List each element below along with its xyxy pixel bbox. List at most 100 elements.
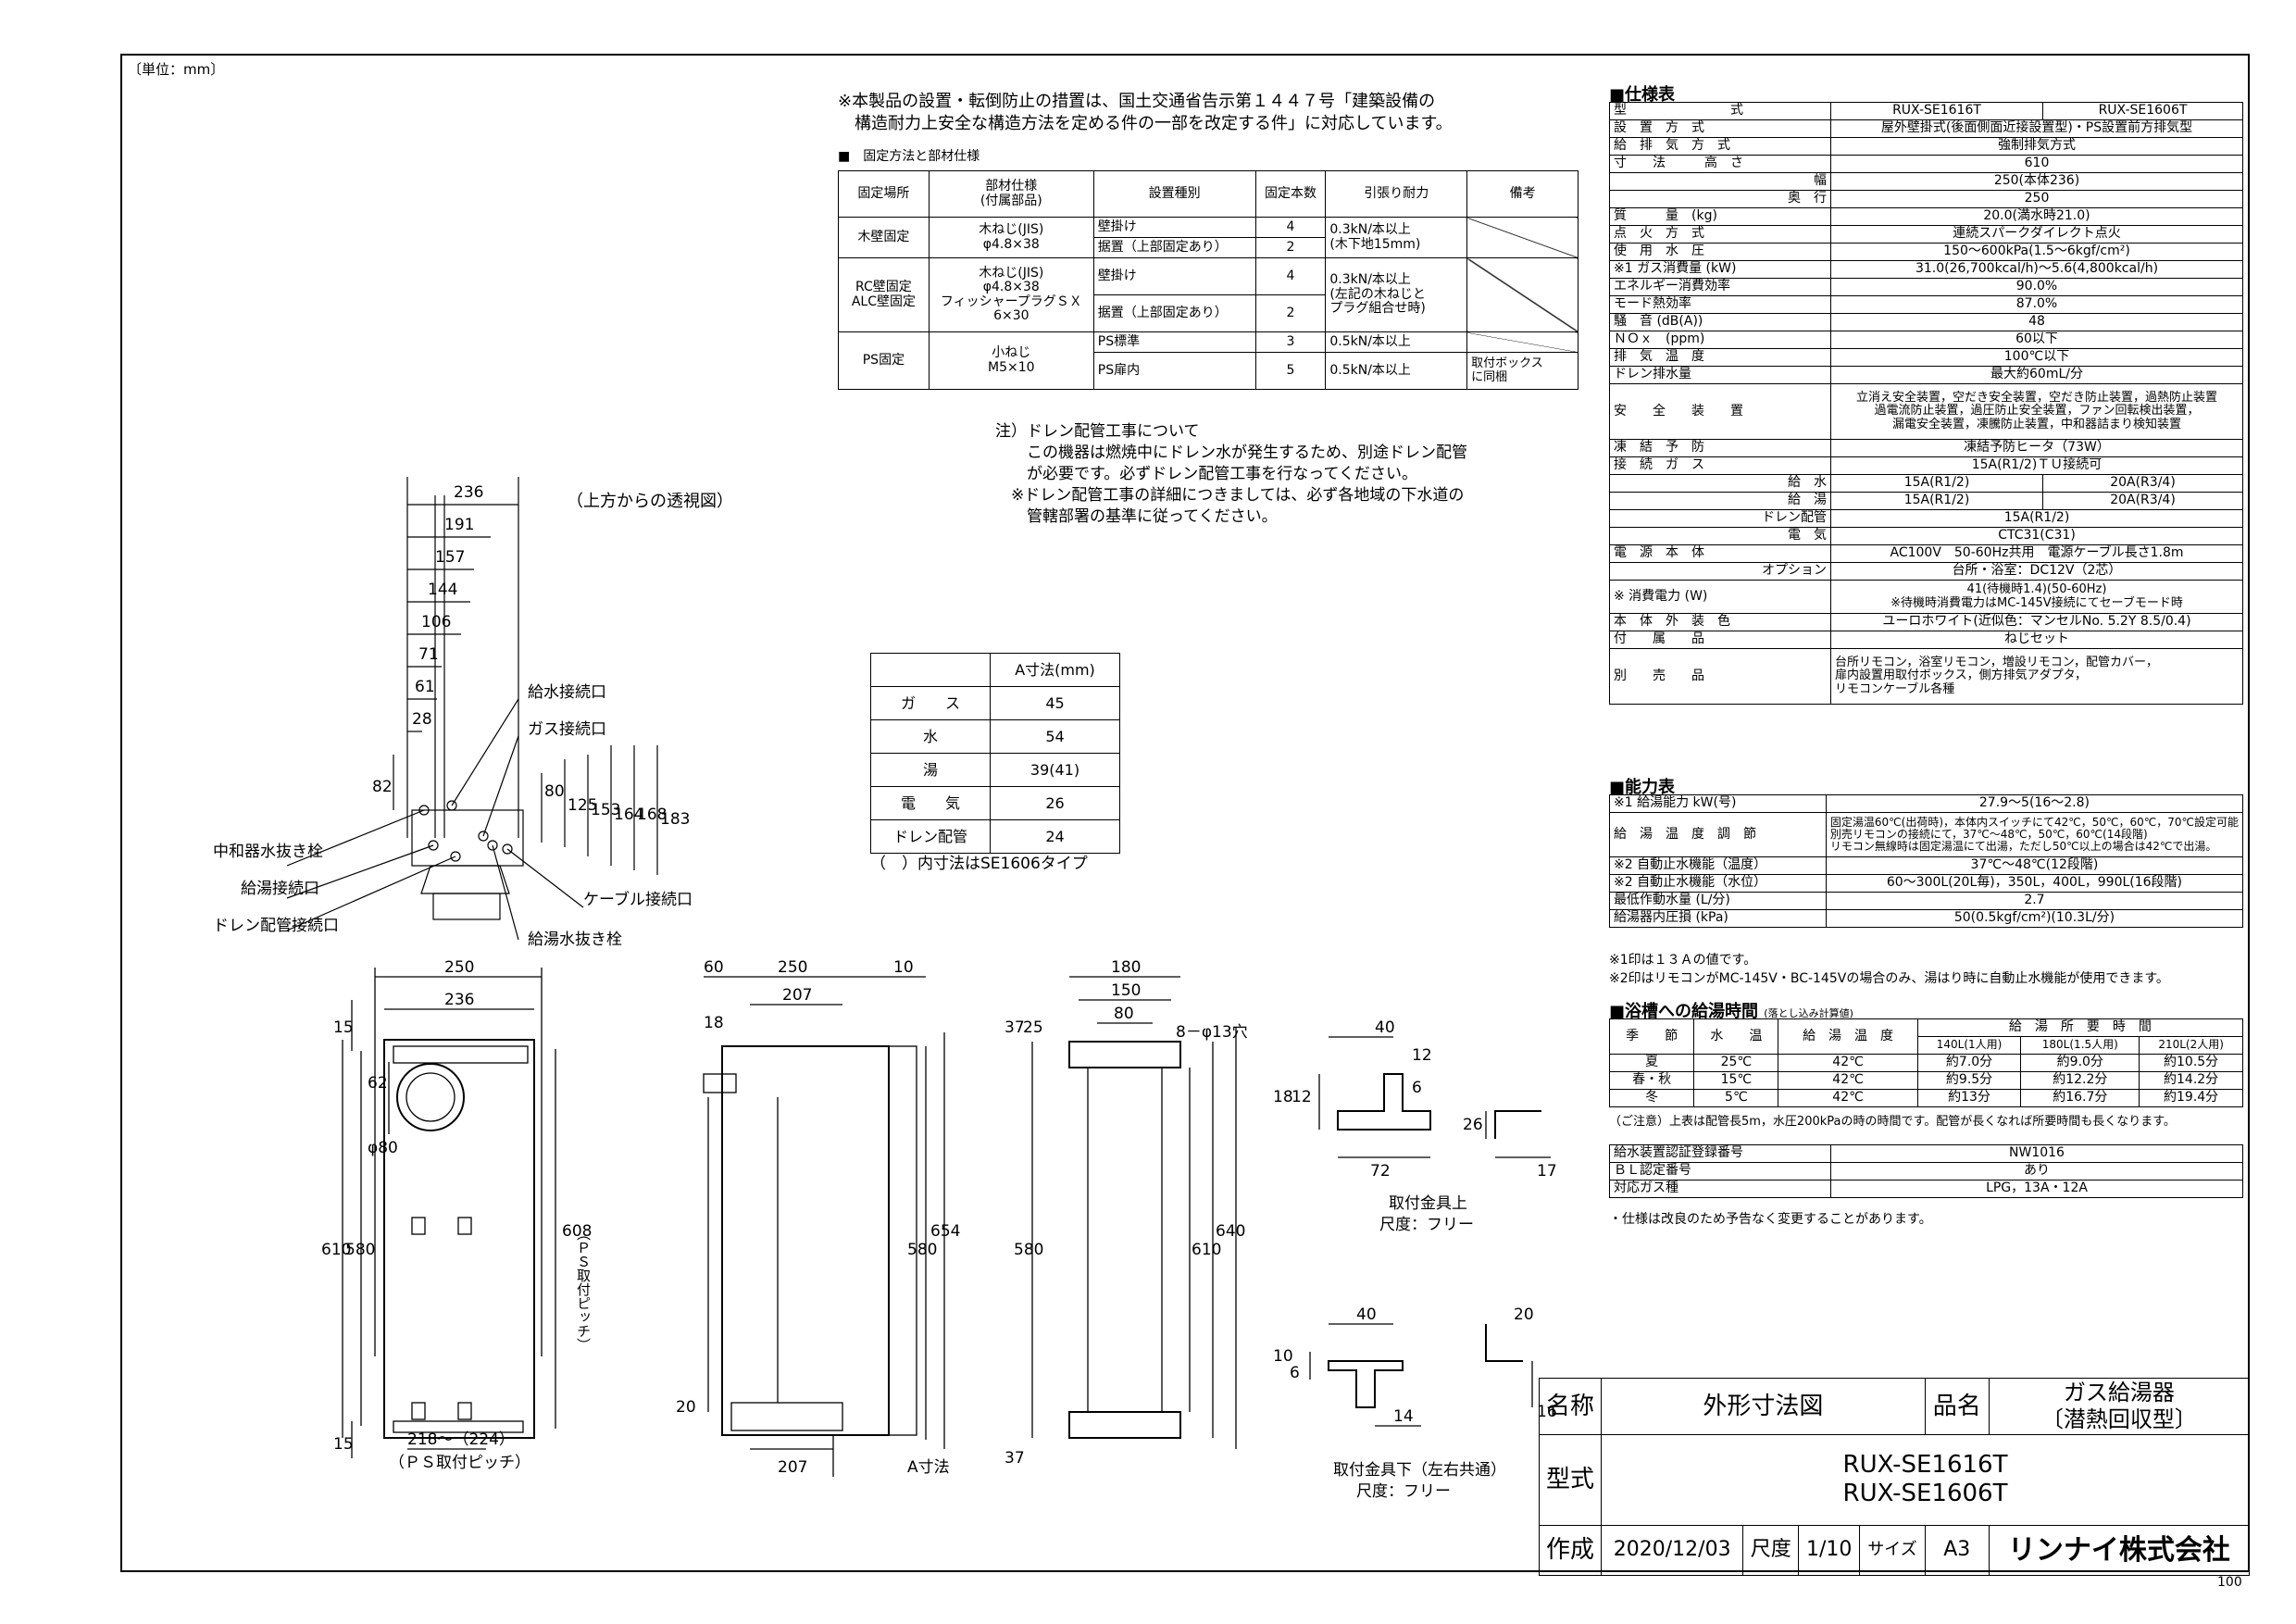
dim-608: 608 bbox=[562, 1222, 592, 1241]
spec-power-sub: オプション bbox=[1609, 562, 1831, 581]
title-created-label: 作成 bbox=[1539, 1524, 1602, 1576]
cert-label: 給水装置認証登録番号 bbox=[1609, 1144, 1831, 1163]
spec-conn-label: ドレン配管 bbox=[1609, 509, 1831, 528]
dim-72-upper: 72 bbox=[1370, 1162, 1391, 1181]
dim-168: 168 bbox=[637, 806, 667, 824]
dim-80-bracket: 80 bbox=[1114, 1005, 1134, 1023]
side-view-drawing: 60 250 10 207 18 580 654 20 207 A寸法 bbox=[676, 958, 960, 1477]
bath-subtitle: (落とし込み計算値) bbox=[1764, 1007, 1853, 1019]
bath-cell: 5℃ bbox=[1693, 1089, 1779, 1107]
label-hot-water-outlet: 給湯接続口 bbox=[241, 880, 319, 898]
rc-note-empty bbox=[1466, 257, 1578, 332]
spec-label: 質 量 (kg) bbox=[1609, 207, 1831, 226]
spec-value: RUX-SE1606T bbox=[2042, 102, 2243, 120]
th-count: 固定本数 bbox=[1254, 170, 1327, 218]
a-dim-value: 26 bbox=[990, 786, 1120, 820]
dim-144: 144 bbox=[428, 581, 457, 599]
dim-236-front: 236 bbox=[444, 991, 474, 1009]
model-2: RUX-SE1606T bbox=[1842, 1480, 2008, 1508]
title-product-label: 品名 bbox=[1924, 1378, 1990, 1435]
title-size-value: A3 bbox=[1924, 1524, 1990, 1576]
th-spec: 部材仕様 (付属部品) bbox=[928, 170, 1094, 218]
bath-cell: 25℃ bbox=[1693, 1054, 1779, 1072]
ps-type1: PS標準 bbox=[1092, 331, 1256, 353]
dim-250-front: 250 bbox=[444, 958, 474, 977]
bath-subth: 210L(2人用) bbox=[2139, 1036, 2243, 1055]
title-company: リンナイ株式会社 bbox=[1988, 1524, 2251, 1576]
cert-label: 対応ガス種 bbox=[1609, 1180, 1831, 1198]
cert-value: NW1016 bbox=[1830, 1144, 2243, 1163]
dim-20-lower: 20 bbox=[1514, 1305, 1534, 1324]
lower-bracket-scale: 尺度：フリー bbox=[1356, 1482, 1451, 1501]
rc-place: RC壁固定 ALC壁固定 bbox=[838, 257, 930, 332]
dim-37-top: 37 bbox=[1004, 1018, 1025, 1037]
spec-title: ■仕様表 bbox=[1609, 85, 1676, 105]
spec-color-value: ユーロホワイト(近似色：マンセルNo. 5.2Y 8.5/0.4) bbox=[1830, 613, 2243, 631]
bath-cell: 約14.2分 bbox=[2139, 1071, 2243, 1090]
title-scale-value: 1/10 bbox=[1798, 1524, 1861, 1576]
ps-note1-empty bbox=[1466, 331, 1578, 353]
dim-15-top: 15 bbox=[333, 1018, 354, 1037]
spec-safety-value: 立消え安全装置，空だき安全装置，空だき防止装置，過熱防止装置 過電流防止装置，過… bbox=[1830, 383, 2243, 440]
rc-type2: 据置（上部固定あり） bbox=[1092, 294, 1256, 332]
spec-conn-value: 20A(R3/4) bbox=[2042, 474, 2243, 493]
wood-strength: 0.3kN/本以上 (木下地15mm) bbox=[1325, 217, 1468, 258]
wood-type2: 据置（上部固定あり） bbox=[1092, 237, 1256, 258]
dim-191: 191 bbox=[444, 516, 474, 534]
ps-note2: 取付ボックス に同梱 bbox=[1466, 352, 1578, 390]
spec-conn-value: 15A(R1/2) bbox=[1830, 474, 2043, 493]
a-dim-corner bbox=[870, 653, 991, 687]
dim-71: 71 bbox=[418, 645, 439, 664]
title-created-date: 2020/12/03 bbox=[1600, 1524, 1744, 1576]
dim-236: 236 bbox=[454, 483, 483, 502]
dim-218: 218～（224） bbox=[407, 1430, 515, 1449]
spec-conn-value: 15A(R1/2) bbox=[1830, 492, 2043, 510]
bath-th: 水 温 bbox=[1693, 1018, 1779, 1055]
label-water-inlet: 給水接続口 bbox=[528, 683, 606, 702]
dim-608-note: （ＰＳ取付ピッチ） bbox=[575, 1227, 592, 1352]
spec-options-label: 別 売 品 bbox=[1609, 648, 1831, 705]
bath-th: 季 節 bbox=[1608, 1018, 1695, 1055]
dim-12b-upper: 12 bbox=[1292, 1088, 1312, 1106]
bath-cell: 春・秋 bbox=[1608, 1071, 1695, 1090]
a-dim-value: 24 bbox=[990, 819, 1120, 854]
spec-value: 250 bbox=[1830, 190, 2243, 208]
dim-a: A寸法 bbox=[907, 1458, 950, 1477]
lower-bracket-label: 取付金具下（左右共通） bbox=[1333, 1461, 1506, 1480]
bath-cell: 約7.0分 bbox=[1916, 1054, 2022, 1072]
dim-157: 157 bbox=[435, 548, 465, 567]
bath-th: 給 湯 温 度 bbox=[1778, 1018, 1918, 1055]
spec-value: 最大約60mL/分 bbox=[1830, 366, 2243, 384]
spec-options-value: 台所リモコン，浴室リモコン，増設リモコン，配管カバー， 扉内設置用取付ボックス，… bbox=[1830, 648, 2243, 705]
spec-conn-value: CTC31(C31) bbox=[1830, 527, 2243, 545]
spec-power-label: 電 源 bbox=[1614, 545, 1653, 561]
spec-safety-label: 安 全 装 置 bbox=[1609, 383, 1831, 440]
spec-value: 150～600kPa(1.5～6kgf/cm²) bbox=[1830, 243, 2243, 261]
bath-table: 季 節 水 温 給 湯 温 度 給 湯 所 要 時 間 140L(1人用) 18… bbox=[1608, 1018, 2244, 1107]
spec-value: 100℃以下 bbox=[1830, 348, 2243, 367]
a-dim-value: 39(41) bbox=[990, 753, 1120, 787]
dim-207-top: 207 bbox=[782, 986, 812, 1005]
spec-power-group: 電 源 本 体 bbox=[1609, 544, 1831, 563]
spec-freeze-label: 凍 結 予 防 bbox=[1609, 439, 1831, 457]
capacity-title: ■能力表 bbox=[1609, 778, 1676, 797]
spec-value: 連続スパークダイレクト点火 bbox=[1830, 225, 2243, 244]
dim-610-bracket: 610 bbox=[1192, 1241, 1221, 1259]
top-view-drawing: 236 191 157 144 106 71 61 28 82 80 125 1… bbox=[213, 477, 693, 949]
cap-label: 最低作動水量 (L/分) bbox=[1609, 892, 1827, 910]
spec-conn-value: 15A(R1/2) bbox=[1830, 509, 2243, 528]
title-model-label: 型式 bbox=[1539, 1433, 1602, 1526]
spec-label: 型 式 bbox=[1609, 102, 1831, 120]
spec-value: 強制排気方式 bbox=[1830, 137, 2243, 156]
unit-label: 〔単位：mm〕 bbox=[128, 61, 225, 78]
dim-10-side: 10 bbox=[893, 958, 914, 977]
spec-label: 奥 行 bbox=[1609, 190, 1831, 208]
dim-164: 164 bbox=[614, 806, 643, 824]
spec-conn-label: ガ ス bbox=[1666, 457, 1704, 473]
spec-label: 幅 bbox=[1609, 172, 1831, 191]
spec-freeze-value: 凍結予防ヒータ（73W） bbox=[1830, 439, 2243, 457]
bath-cell: 約10.5分 bbox=[2139, 1054, 2243, 1072]
wood-count1: 4 bbox=[1254, 217, 1327, 238]
